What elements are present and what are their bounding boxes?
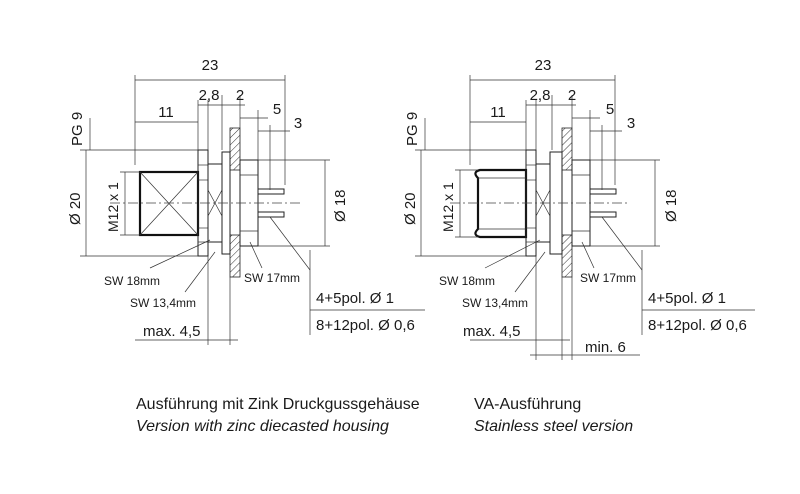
dim-3: 3 xyxy=(294,115,302,132)
dim-11: 11 xyxy=(490,104,506,121)
dim-11: 11 xyxy=(158,104,174,121)
dim-m12: M12 x 1 xyxy=(105,182,121,232)
caption-steel-en: Stainless steel version xyxy=(474,418,634,435)
panel-wall-top xyxy=(229,127,241,171)
dimension-lines xyxy=(80,75,425,345)
label-sw17: SW 17mm xyxy=(580,271,636,285)
dim-2: 2 xyxy=(236,87,244,104)
dim-pg9: PG 9 xyxy=(69,112,86,146)
dim-pg9: PG 9 xyxy=(404,112,421,146)
dim-diameter-18: Ø 18 xyxy=(332,189,349,222)
pins-8-12-pol: 8+12pol. Ø 0,6 xyxy=(648,317,747,334)
dim-23: 23 xyxy=(535,57,552,74)
panel-wall-top xyxy=(561,127,573,171)
contact-pins xyxy=(257,188,285,218)
label-sw13-4: SW 13,4mm xyxy=(130,296,196,310)
caption-steel-de: VA-Ausführung xyxy=(474,396,582,413)
dim-diameter-20: Ø 20 xyxy=(402,192,419,225)
label-sw17: SW 17mm xyxy=(244,271,300,285)
panel-wall-bottom xyxy=(561,234,573,278)
drawing-steel: 23 11 2,8 2 5 3 PG 9 Ø 20 M12 x 1 Ø 18 S… xyxy=(402,57,755,360)
caption-steel: VA-Ausführung Stainless steel version xyxy=(474,394,633,438)
caption-zinc-de: Ausführung mit Zink Druckgussgehäuse xyxy=(136,396,420,413)
dim-23: 23 xyxy=(202,57,219,74)
dim-min-6: min. 6 xyxy=(585,339,626,356)
pins-4-5-pol: 4+5pol. Ø 1 xyxy=(648,290,726,307)
dim-5: 5 xyxy=(606,101,614,118)
dim-diameter-18: Ø 18 xyxy=(663,189,680,222)
caption-zinc: Ausführung mit Zink Druckgussgehäuse Ver… xyxy=(136,394,420,438)
dim-5: 5 xyxy=(273,101,281,118)
dim-2-8: 2,8 xyxy=(199,87,220,104)
contact-pins xyxy=(589,188,617,218)
caption-zinc-en: Version with zinc diecasted housing xyxy=(136,418,389,435)
dimension-lines xyxy=(415,75,755,360)
dim-max-4-5: max. 4,5 xyxy=(143,323,201,340)
label-sw13-4: SW 13,4mm xyxy=(462,296,528,310)
dim-diameter-20: Ø 20 xyxy=(67,192,84,225)
panel-wall-bottom xyxy=(229,234,241,278)
dim-2: 2 xyxy=(568,87,576,104)
label-sw18: SW 18mm xyxy=(439,274,495,288)
pins-8-12-pol: 8+12pol. Ø 0,6 xyxy=(316,317,415,334)
pins-4-5-pol: 4+5pol. Ø 1 xyxy=(316,290,394,307)
label-sw18: SW 18mm xyxy=(104,274,160,288)
dim-max-4-5: max. 4,5 xyxy=(463,323,521,340)
dim-2-8: 2,8 xyxy=(530,87,551,104)
drawing-zinc: 23 11 2,8 2 5 3 PG 9 Ø 20 M12 x 1 Ø 18 S… xyxy=(67,57,425,345)
dim-m12: M12 x 1 xyxy=(440,182,456,232)
dim-3: 3 xyxy=(627,115,635,132)
